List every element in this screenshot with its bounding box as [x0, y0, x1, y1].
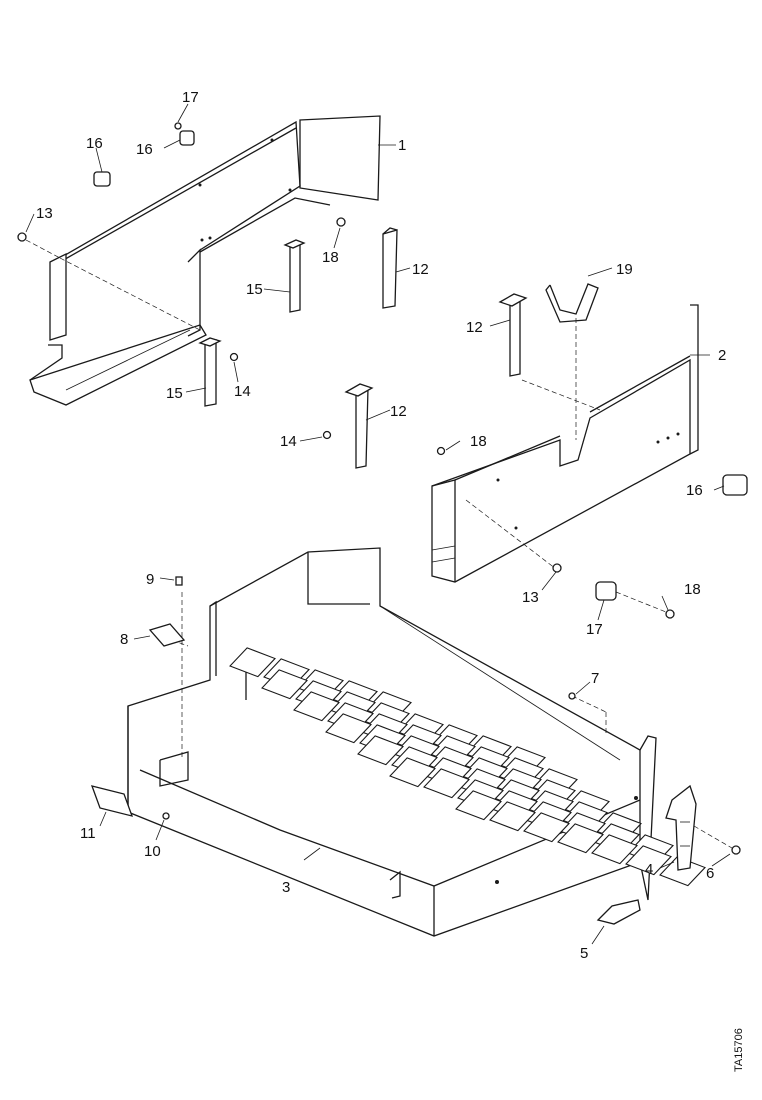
callout-18-a: 18	[322, 249, 339, 266]
hinge-bracket-16-right	[595, 474, 748, 601]
screw-6	[693, 825, 741, 855]
screw-17-right	[615, 591, 675, 619]
leader-lines	[25, 103, 731, 945]
nut-18-right	[436, 446, 446, 456]
screw-10	[162, 812, 170, 820]
callout-13-b: 13	[522, 589, 539, 606]
callout-2: 2	[718, 347, 726, 364]
bracket-15-b	[198, 337, 222, 407]
screw-13-right	[552, 563, 562, 573]
latch-8	[148, 623, 186, 647]
tray-cell	[293, 691, 340, 722]
tray-cell-grid	[229, 647, 706, 887]
callout-4: 4	[645, 861, 653, 878]
callout-13-a: 13	[36, 205, 53, 222]
callout-14-a: 14	[280, 433, 297, 450]
callout-15-b: 15	[166, 385, 183, 402]
tray-cell	[423, 768, 470, 799]
tray-cell	[625, 845, 672, 876]
callout-12-a: 12	[412, 261, 429, 278]
callout-6: 6	[706, 865, 714, 882]
tray-cell	[489, 801, 536, 832]
tray-cell	[455, 790, 502, 821]
tray-cell	[325, 713, 372, 744]
bracket-19	[545, 283, 599, 323]
callout-12-c: 12	[390, 403, 407, 420]
callout-10: 10	[144, 843, 161, 860]
screw-13-top	[17, 232, 61, 259]
callout-3: 3	[282, 879, 290, 896]
tray-cell	[229, 647, 276, 678]
tray-cell	[557, 823, 604, 854]
screw-17-top	[174, 122, 182, 130]
part-2-side-panel	[431, 304, 699, 583]
callout-11: 11	[80, 825, 96, 842]
callout-labels: 1 2 3 4 5 6 7 8 9 10 11 12 12 12 13 13 1…	[36, 89, 726, 962]
tray-cell	[591, 834, 638, 865]
callout-19: 19	[616, 261, 633, 278]
callout-16-c: 16	[686, 482, 703, 499]
bracket-12-a	[382, 227, 398, 309]
bracket-12-c	[344, 383, 374, 469]
callout-12-b: 12	[466, 319, 483, 336]
callout-15-a: 15	[246, 281, 263, 298]
callout-14-b: 14	[234, 383, 251, 400]
screw-7	[568, 692, 576, 700]
figure-id: TA15706	[733, 1028, 745, 1072]
callout-17-a: 17	[182, 89, 199, 106]
tray-cell	[523, 812, 570, 843]
bracket-15-a	[283, 239, 306, 313]
nut-14-left	[229, 352, 239, 362]
nut-14-right	[322, 430, 332, 440]
tray-cell	[389, 757, 436, 788]
tray-cell	[261, 669, 308, 700]
bracket-12-b	[498, 293, 528, 377]
callout-9: 9	[146, 571, 154, 588]
callout-16-b: 16	[86, 135, 103, 152]
callout-16-d: 17	[586, 621, 603, 638]
tray-cell	[357, 735, 404, 766]
handle-5	[596, 899, 641, 925]
nut-18-top	[336, 217, 346, 227]
callout-8: 8	[120, 631, 128, 648]
callout-18-b: 18	[470, 433, 487, 450]
hinge-bracket-16-top	[93, 130, 195, 187]
bracket-4	[665, 784, 697, 871]
callout-1: 1	[398, 137, 406, 154]
callout-17-b: 18	[684, 581, 701, 598]
callout-5: 5	[580, 945, 588, 962]
stud-9	[175, 576, 183, 586]
plate-11	[90, 785, 134, 817]
callout-7: 7	[591, 670, 599, 687]
part-1-side-panel	[29, 115, 381, 406]
callout-16-a: 16	[136, 141, 153, 158]
